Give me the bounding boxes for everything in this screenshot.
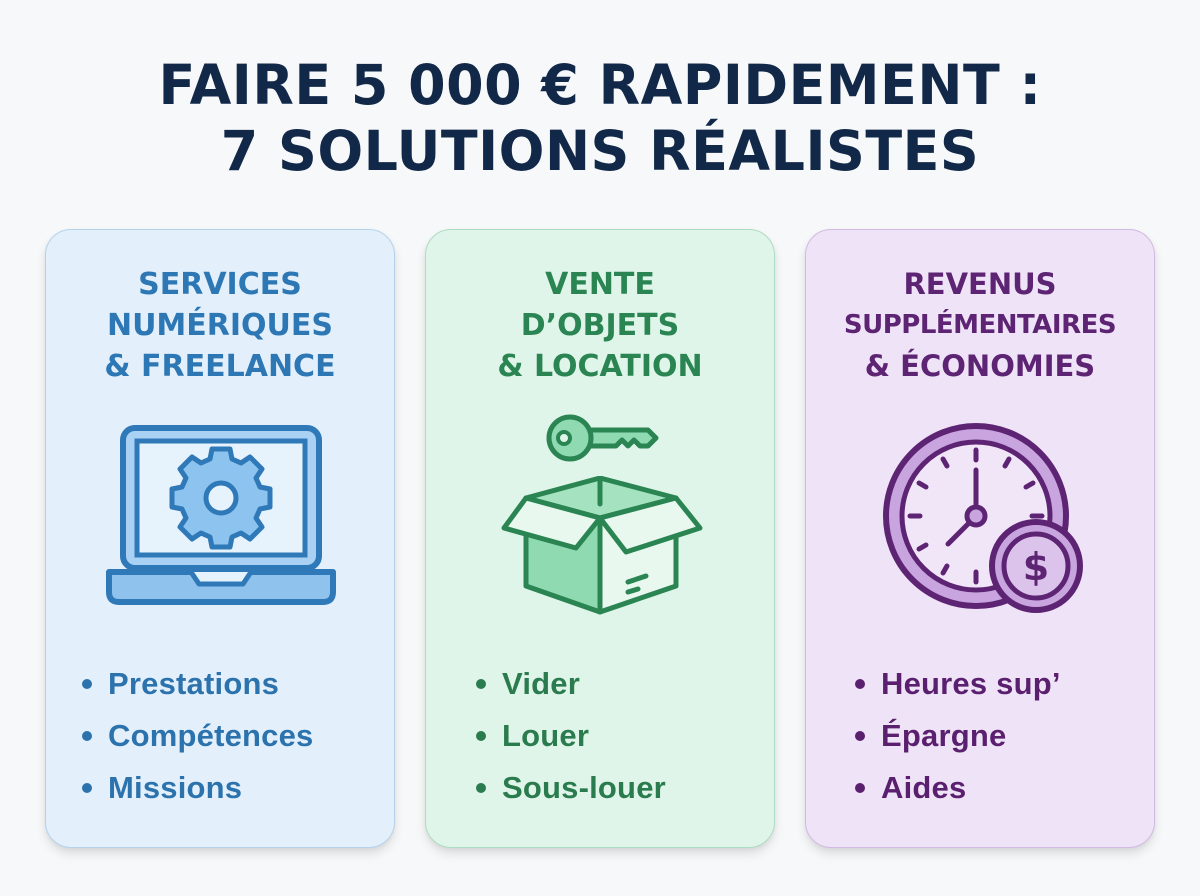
list-item-label: Sous-louer bbox=[502, 770, 666, 805]
bullet-icon bbox=[855, 731, 865, 741]
bullet-icon bbox=[476, 731, 486, 741]
list-item: Louer bbox=[476, 710, 774, 762]
list-item: Heures sup’ bbox=[855, 658, 1154, 710]
bullet-icon bbox=[476, 679, 486, 689]
card-revenus-supplementaires: REVENUS SUPPLÉMENTAIRES & ÉCONOMIES $ He… bbox=[805, 229, 1155, 848]
card-title: SERVICES NUMÉRIQUES & FREELANCE bbox=[46, 264, 394, 387]
list-item: Aides bbox=[855, 762, 1154, 814]
card-title-line: VENTE bbox=[545, 267, 655, 302]
card-title-line: & LOCATION bbox=[497, 349, 703, 384]
card-title-line: SUPPLÉMENTAIRES bbox=[843, 310, 1117, 340]
list-item-label: Épargne bbox=[881, 718, 1007, 753]
bullet-icon bbox=[82, 679, 92, 689]
list-item: Épargne bbox=[855, 710, 1154, 762]
title-line-1: FAIRE 5 000 € RAPIDEMENT : bbox=[158, 53, 1042, 117]
laptop-gear-icon bbox=[106, 425, 336, 605]
item-list: Prestations Compétences Missions bbox=[46, 658, 394, 814]
list-item-label: Aides bbox=[881, 770, 967, 805]
item-list: Vider Louer Sous-louer bbox=[426, 658, 774, 814]
card-title-line: SERVICES bbox=[138, 267, 302, 302]
card-title: REVENUS SUPPLÉMENTAIRES & ÉCONOMIES bbox=[806, 264, 1154, 387]
card-title-line: & ÉCONOMIES bbox=[864, 349, 1096, 383]
card-title: VENTE D’OBJETS & LOCATION bbox=[426, 264, 774, 387]
list-item-label: Prestations bbox=[108, 666, 280, 701]
card-title-line: NUMÉRIQUES bbox=[106, 308, 334, 343]
key-icon bbox=[546, 414, 659, 462]
card-vente-objets: VENTE D’OBJETS & LOCATION Vider Louer So… bbox=[425, 229, 775, 848]
bullet-icon bbox=[855, 783, 865, 793]
card-title-line: REVENUS bbox=[903, 267, 1057, 301]
clock-dollar-icon: $ bbox=[883, 423, 1083, 613]
title-line-2: 7 SOLUTIONS RÉALISTES bbox=[220, 119, 980, 183]
list-item-label: Louer bbox=[502, 718, 590, 753]
list-item-label: Vider bbox=[502, 666, 580, 701]
list-item: Sous-louer bbox=[476, 762, 774, 814]
item-list: Heures sup’ Épargne Aides bbox=[806, 658, 1154, 814]
bullet-icon bbox=[82, 783, 92, 793]
list-item: Prestations bbox=[82, 658, 394, 710]
svg-text:$: $ bbox=[1023, 545, 1049, 589]
card-title-line: & FREELANCE bbox=[104, 349, 336, 384]
page-title: FAIRE 5 000 € RAPIDEMENT : 7 SOLUTIONS R… bbox=[12, 52, 1188, 184]
open-box-icon bbox=[501, 476, 703, 615]
list-item: Compétences bbox=[82, 710, 394, 762]
list-item-label: Heures sup’ bbox=[881, 666, 1061, 701]
list-item: Missions bbox=[82, 762, 394, 814]
list-item-label: Missions bbox=[108, 770, 243, 805]
list-item: Vider bbox=[476, 658, 774, 710]
card-title-line: D’OBJETS bbox=[520, 308, 680, 343]
bullet-icon bbox=[855, 679, 865, 689]
card-services-numeriques: SERVICES NUMÉRIQUES & FREELANCE Prestati… bbox=[45, 229, 395, 848]
list-item-label: Compétences bbox=[108, 718, 314, 753]
bullet-icon bbox=[82, 731, 92, 741]
bullet-icon bbox=[476, 783, 486, 793]
